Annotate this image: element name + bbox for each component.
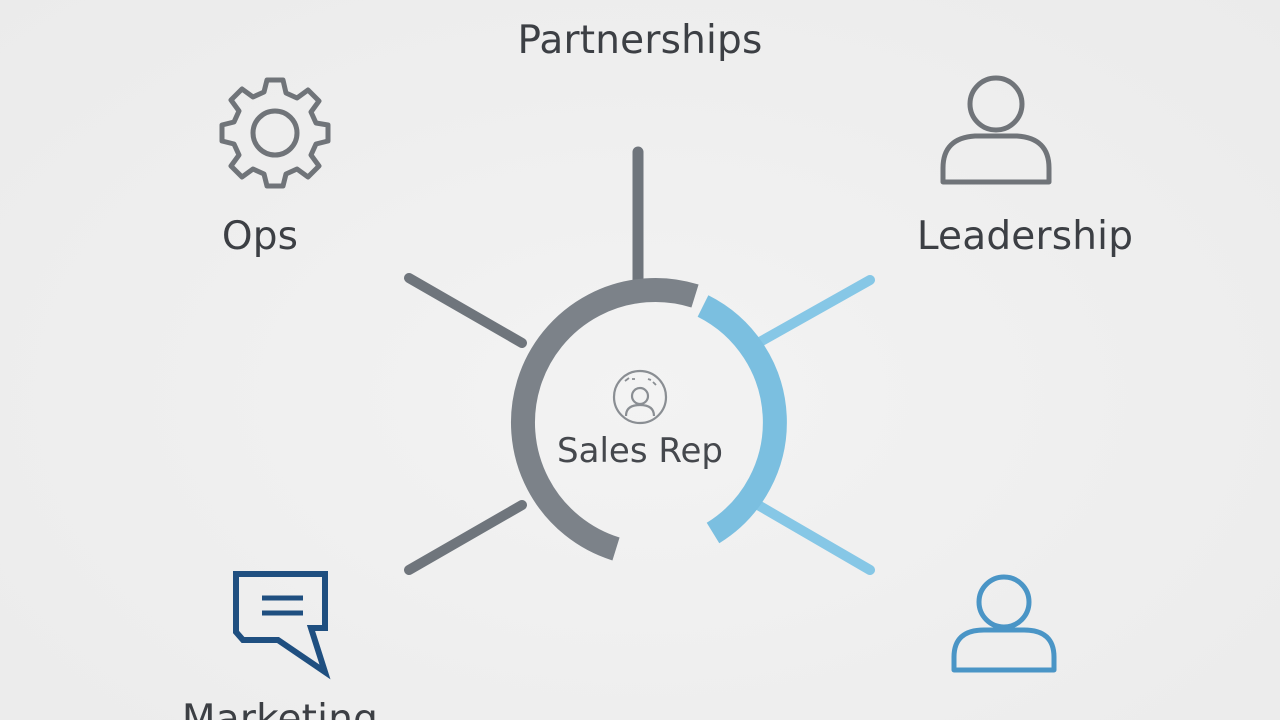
spoke-top-right — [753, 275, 875, 348]
spoke-bottom-right — [753, 500, 875, 575]
gear-icon — [219, 77, 331, 189]
user-badge-icon — [612, 369, 668, 425]
spoke-bottom-left — [404, 500, 527, 575]
node-label-leadership: Leadership — [916, 214, 1134, 259]
user-icon-bottom-right — [951, 574, 1057, 673]
ring-gray-segment — [510, 277, 699, 561]
node-label-partnerships: Partnerships — [517, 18, 763, 63]
user-icon-leadership — [940, 75, 1052, 185]
chat-icon — [233, 571, 331, 680]
center-label: Sales Rep — [557, 431, 723, 471]
node-label-ops: Ops — [221, 214, 299, 259]
ring-blue-segment — [697, 295, 787, 544]
spoke-top-left — [404, 273, 527, 348]
node-label-marketing: Marketing — [181, 697, 379, 720]
